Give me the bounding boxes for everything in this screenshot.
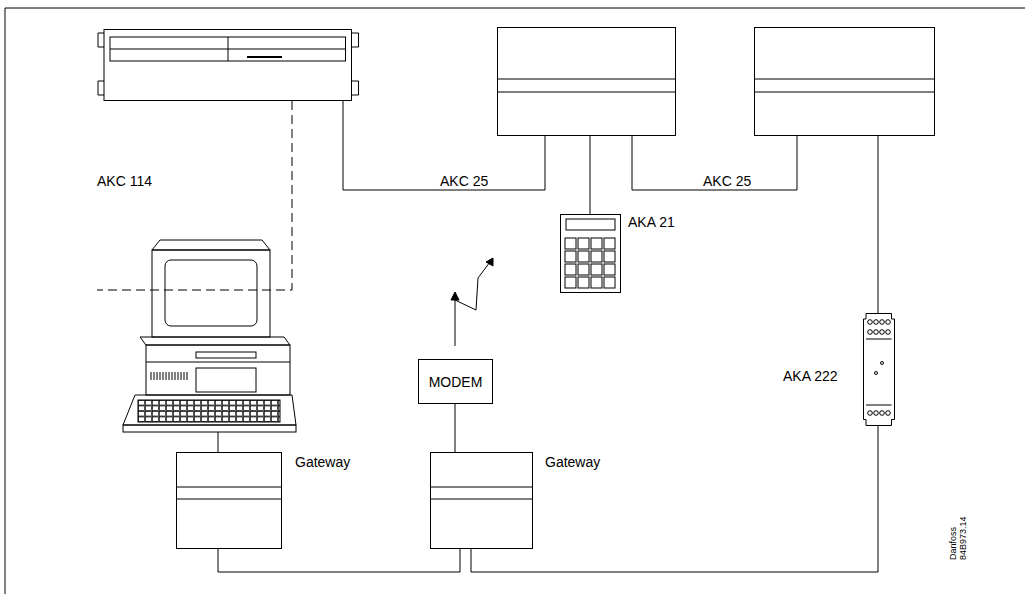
device-label: AKC 25 (703, 173, 751, 189)
bus-wire (455, 404, 456, 452)
drawing-number: Danfoss (948, 516, 958, 560)
radio-symbol (451, 258, 493, 346)
keypad: AKA 21 (560, 214, 621, 293)
gateway-box-outline (176, 452, 282, 549)
controller-box-outline (497, 27, 676, 136)
controller-box: AKC 25 (754, 27, 935, 136)
gateway-box-outline (430, 452, 533, 549)
device-label: AKA 222 (783, 368, 838, 384)
reference-text: Danfoss84B973.14 (948, 516, 968, 560)
controller-box-outline (754, 27, 935, 136)
gateway-box: Gateway (430, 452, 533, 549)
computer-cable (218, 432, 219, 452)
gateway-box: Gateway (176, 452, 282, 549)
din-module: AKA 222 (863, 313, 895, 426)
bus-wire (632, 136, 797, 190)
frame (5, 8, 1025, 594)
controller-rack: AKC 114 (97, 29, 359, 101)
keypad-outline (560, 214, 621, 293)
controller-box: AKC 25 (497, 27, 676, 136)
din-module-outline (863, 313, 895, 426)
device-label: AKC 114 (97, 173, 152, 189)
device-label: MODEM (429, 374, 483, 390)
drawing-number: 84B973.14 (958, 516, 968, 560)
modem-box: MODEM (418, 359, 493, 404)
bus-wire (590, 136, 591, 214)
controller-rack-outline (97, 29, 359, 101)
device-label: AKC 25 (440, 173, 488, 189)
computer-illustration (123, 240, 296, 452)
device-label: AKA 21 (628, 214, 675, 230)
bus-wire (878, 136, 879, 313)
bus-wire (218, 549, 460, 572)
device-label: Gateway (545, 454, 600, 470)
device-label: Gateway (295, 454, 350, 470)
dashed-wire (97, 101, 292, 290)
bus-wire (343, 101, 545, 190)
